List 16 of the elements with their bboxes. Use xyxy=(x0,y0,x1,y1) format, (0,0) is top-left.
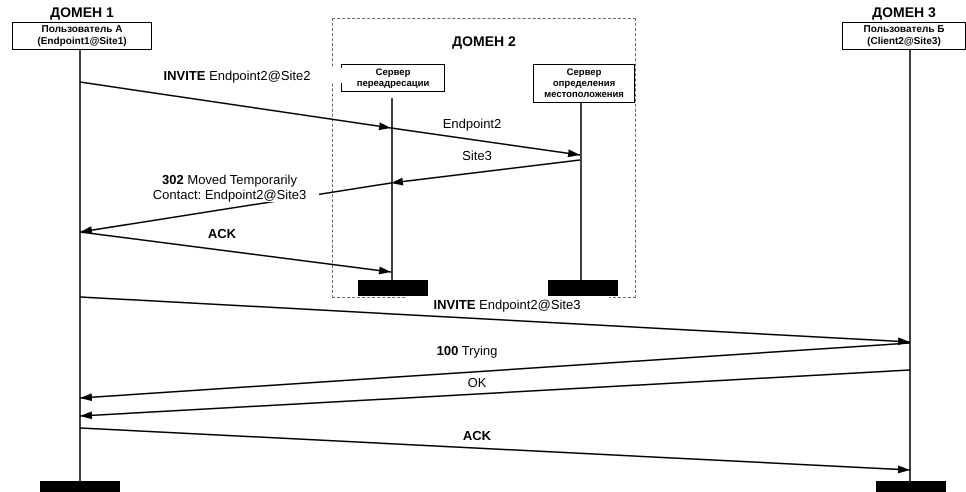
message-arrow xyxy=(390,127,580,158)
message-arrow xyxy=(80,231,392,274)
domain-heading: ДОМЕН 2 xyxy=(451,33,517,49)
message-label: INVITE Endpoint2@Site3 xyxy=(405,297,609,312)
message-arrow xyxy=(80,81,392,130)
participant-box: Пользователь А (Endpoint1@Site1) xyxy=(12,22,152,50)
server-box: Сервер определения местоположения xyxy=(533,64,635,103)
message-arrow xyxy=(80,342,910,402)
participant-box: Пользователь Б (Client2@Site3) xyxy=(842,22,966,50)
domain-heading: ДОМЕН 3 xyxy=(871,4,937,20)
message-arrow xyxy=(80,369,910,420)
message-arrow xyxy=(390,159,580,186)
message-arrow xyxy=(80,427,910,474)
server-box: Сервер переадресации xyxy=(341,64,445,92)
message-arrow xyxy=(80,296,910,346)
domain-heading: ДОМЕН 1 xyxy=(49,4,115,20)
